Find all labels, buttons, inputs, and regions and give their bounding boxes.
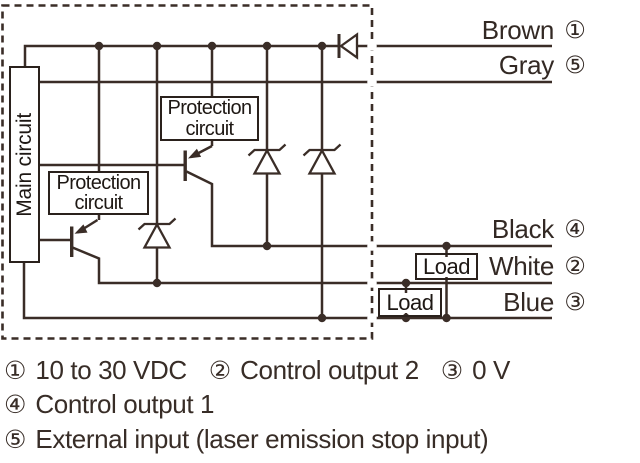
pin-number-white: ②: [564, 253, 586, 280]
legend-item: ② Control output 2: [209, 355, 419, 386]
pin-legend: ① 10 to 30 VDC ② Control output 2 ③ 0 V …: [4, 355, 634, 458]
zener-diode-2-icon: [247, 143, 287, 175]
wire-label-white: White: [489, 251, 554, 281]
legend-item: ③ 0 V: [440, 355, 511, 386]
legend-text: External input (laser emission stop inpu…: [35, 423, 489, 454]
legend-text: 10 to 30 VDC: [35, 355, 187, 385]
zener-diode-1-icon: [137, 217, 177, 249]
junction-dots: [94, 41, 451, 323]
legend-row-3: ⑤ External input (laser emission stop in…: [4, 424, 634, 458]
legend-pin: ③: [440, 357, 464, 385]
legend-row-2: ④ Control output 1: [4, 389, 634, 423]
reverse-protection-diode-icon: [337, 32, 359, 60]
legend-pin: ⑤: [4, 425, 27, 454]
load-box-1: Load: [415, 253, 478, 280]
pin-number-gray: ⑤: [564, 52, 586, 79]
wire-black: [185, 170, 552, 248]
protection-circuit-label-2: Protection circuit: [56, 171, 141, 214]
wire-label-black: Black: [491, 214, 554, 244]
legend-pin: ④: [4, 391, 27, 420]
wire-top-rail: [23, 44, 338, 67]
legend-text: Control output 1: [35, 389, 215, 420]
protection-circuit-box-2: Protection circuit: [48, 171, 149, 215]
protection-circuit-label-1: Protection circuit: [167, 97, 252, 140]
pin-number-black: ④: [564, 216, 586, 243]
zener-diode-3-icon: [302, 143, 342, 175]
transistor-output1-icon: [183, 148, 202, 181]
terminal-dots: [367, 41, 377, 323]
wire-white: [72, 246, 552, 285]
wire-label-blue: Blue: [503, 287, 554, 317]
protection-circuit-box-1: Protection circuit: [160, 96, 259, 141]
wire-label-brown: Brown: [481, 15, 555, 45]
load-box-2: Load: [378, 288, 442, 317]
wire-label-gray: Gray: [498, 50, 554, 80]
legend-item: ④ Control output 1: [4, 389, 214, 420]
load-label-2: Load: [385, 289, 435, 315]
legend-item: ① 10 to 30 VDC: [4, 355, 187, 386]
main-circuit-box: Main circuit: [9, 66, 40, 263]
legend-text: 0 V: [472, 355, 510, 385]
transistor-output2-icon: [70, 224, 88, 257]
pin-number-brown: ①: [564, 17, 586, 44]
legend-item: ⑤ External input (laser emission stop in…: [4, 423, 489, 455]
legend-text: Control output 2: [240, 355, 419, 385]
sensor-outline-dashed: [1, 4, 374, 340]
main-circuit-label: Main circuit: [12, 112, 36, 217]
legend-row-1: ① 10 to 30 VDC ② Control output 2 ③ 0 V: [4, 355, 634, 389]
load-label-1: Load: [422, 253, 471, 279]
pin-number-blue: ③: [564, 289, 586, 316]
legend-pin: ①: [4, 357, 27, 385]
legend-pin: ②: [208, 357, 232, 385]
